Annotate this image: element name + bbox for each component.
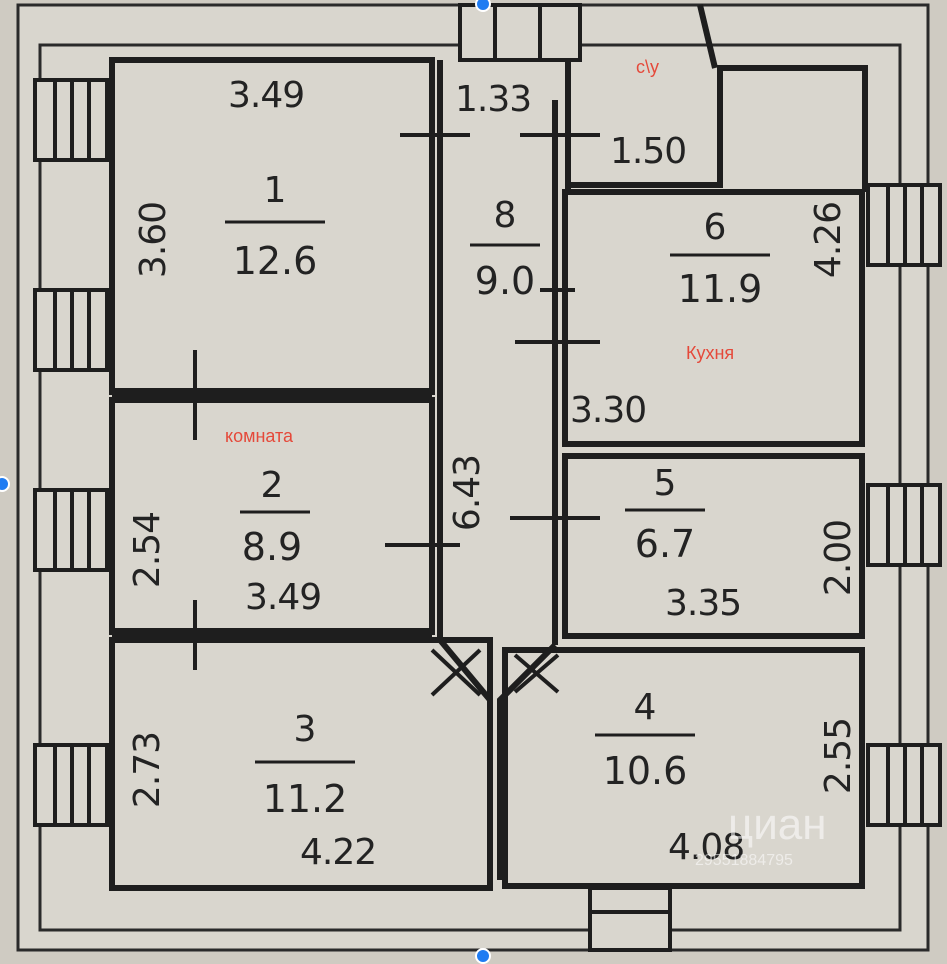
partition-wall-lower [112,628,432,638]
dim-room3-width: 4.22 [300,832,377,873]
fraction-bars [225,220,770,764]
bathroom-label: с\у [636,57,660,77]
corridor-fork [437,638,558,880]
door-swings [430,648,560,697]
dim-room1-width: 3.49 [228,75,305,116]
room-6-number: 6 [703,207,727,248]
resize-handle-top[interactable] [475,0,491,12]
room-1-area: 12.6 [232,239,318,283]
windows-left [33,78,109,827]
partition-wall [112,388,432,402]
room-2-area: 8.9 [241,525,303,569]
dim-room6-height: 4.26 [808,201,850,279]
dim-room4-height: 2.55 [818,717,860,795]
room-3-area: 11.2 [262,777,348,821]
corridor-area: 9.0 [474,259,536,303]
entrances [458,3,672,952]
dim-bath-width: 1.50 [610,131,687,172]
dim-room6-width: 3.30 [570,390,647,431]
room-3-number: 3 [293,709,317,750]
room-4-number: 4 [633,687,657,728]
resize-handle-bottom[interactable] [475,948,491,964]
resize-handle-left[interactable] [0,476,10,492]
outer-walls [16,3,930,952]
dim-room2-width: 3.49 [245,577,322,618]
dim-room5-width: 3.35 [665,583,742,624]
dim-room1-height: 3.60 [133,201,175,279]
door-markers [193,133,600,670]
room-label: комната [225,426,294,446]
room-4-area: 10.6 [602,749,688,793]
room-5-number: 5 [653,463,677,504]
dim-corridor-top: 1.33 [455,79,532,120]
room-2-number: 2 [260,465,284,506]
watermark-id: 29551884795 [695,852,793,869]
kitchen-label: Кухня [686,343,735,363]
dim-room4-width: 4.08 [668,827,745,868]
dim-room3-height: 2.73 [127,731,169,809]
watermark-logo: циан [728,800,827,849]
windows-right [866,183,942,827]
room-5-area: 6.7 [634,522,696,566]
room-1-number: 1 [263,170,287,211]
dim-corridor-length: 6.43 [447,454,489,532]
room-6-area: 11.9 [677,267,763,311]
dim-room5-height: 2.00 [818,519,860,597]
corridor-number: 8 [493,195,517,236]
dim-room2-height: 2.54 [127,511,169,589]
